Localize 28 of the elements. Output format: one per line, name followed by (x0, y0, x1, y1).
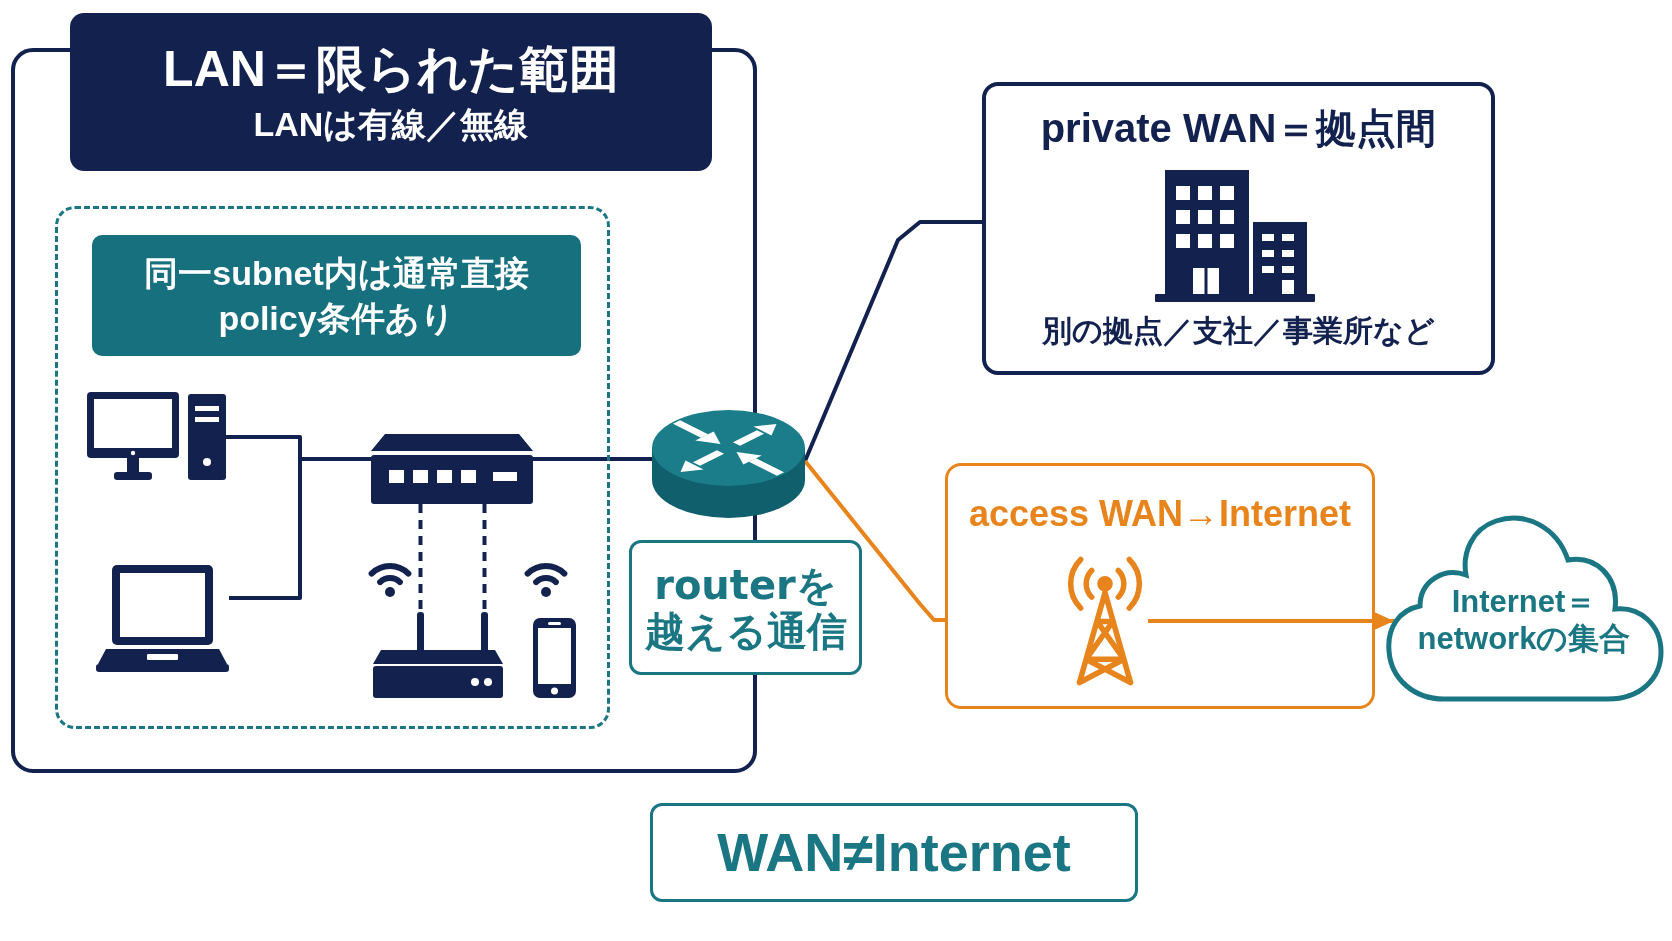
connector-line (803, 220, 982, 462)
connector-line (803, 459, 945, 622)
panel-text: 別の拠点／支社／事業所など (1042, 313, 1435, 349)
dashed-connector-line (482, 504, 487, 612)
router-icon (652, 410, 805, 518)
desktop-computer-icon (87, 392, 226, 480)
radio-tower-icon (1066, 555, 1144, 687)
note-text: 同一subnet内は通常直接 (144, 253, 529, 295)
cloud-text: Internet＝networkの集合 (1416, 583, 1632, 658)
summary-text: WAN≠Internet (717, 821, 1071, 884)
panel-frame (945, 463, 1375, 709)
callout-text: routerを越える通信 (643, 561, 848, 654)
panel-heading: access WAN→Internet (968, 492, 1352, 536)
panel-heading: private WAN＝拠点間 (1040, 105, 1437, 152)
arrow (1148, 611, 1394, 631)
callout-frame (629, 540, 862, 675)
dashed-group-frame (55, 206, 610, 729)
panel-frame (982, 82, 1495, 375)
subtitle-text: LANは有線／無線 (253, 104, 529, 146)
wireless-router-icon (373, 612, 503, 698)
connector-line (229, 457, 371, 600)
title-text: LAN＝限られた範囲 (163, 40, 619, 100)
dashed-connector-line (418, 504, 423, 612)
laptop-icon (96, 565, 229, 672)
connector-line (533, 457, 652, 461)
network-switch-icon (371, 434, 533, 504)
summary-frame (650, 803, 1138, 902)
note-text: policy条件あり (218, 297, 455, 339)
